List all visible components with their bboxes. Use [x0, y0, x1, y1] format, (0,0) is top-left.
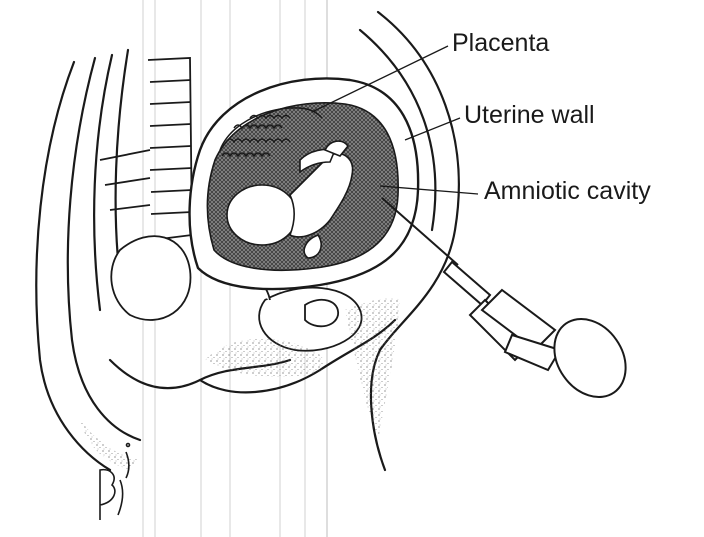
needle-hub — [444, 262, 490, 305]
label-amniotic-cavity: Amniotic cavity — [484, 179, 651, 204]
syringe — [382, 198, 640, 411]
label-uterine-wall: Uterine wall — [464, 103, 595, 128]
label-placenta: Placenta — [452, 31, 549, 56]
plunger-knob — [540, 305, 641, 411]
spine — [100, 58, 192, 240]
